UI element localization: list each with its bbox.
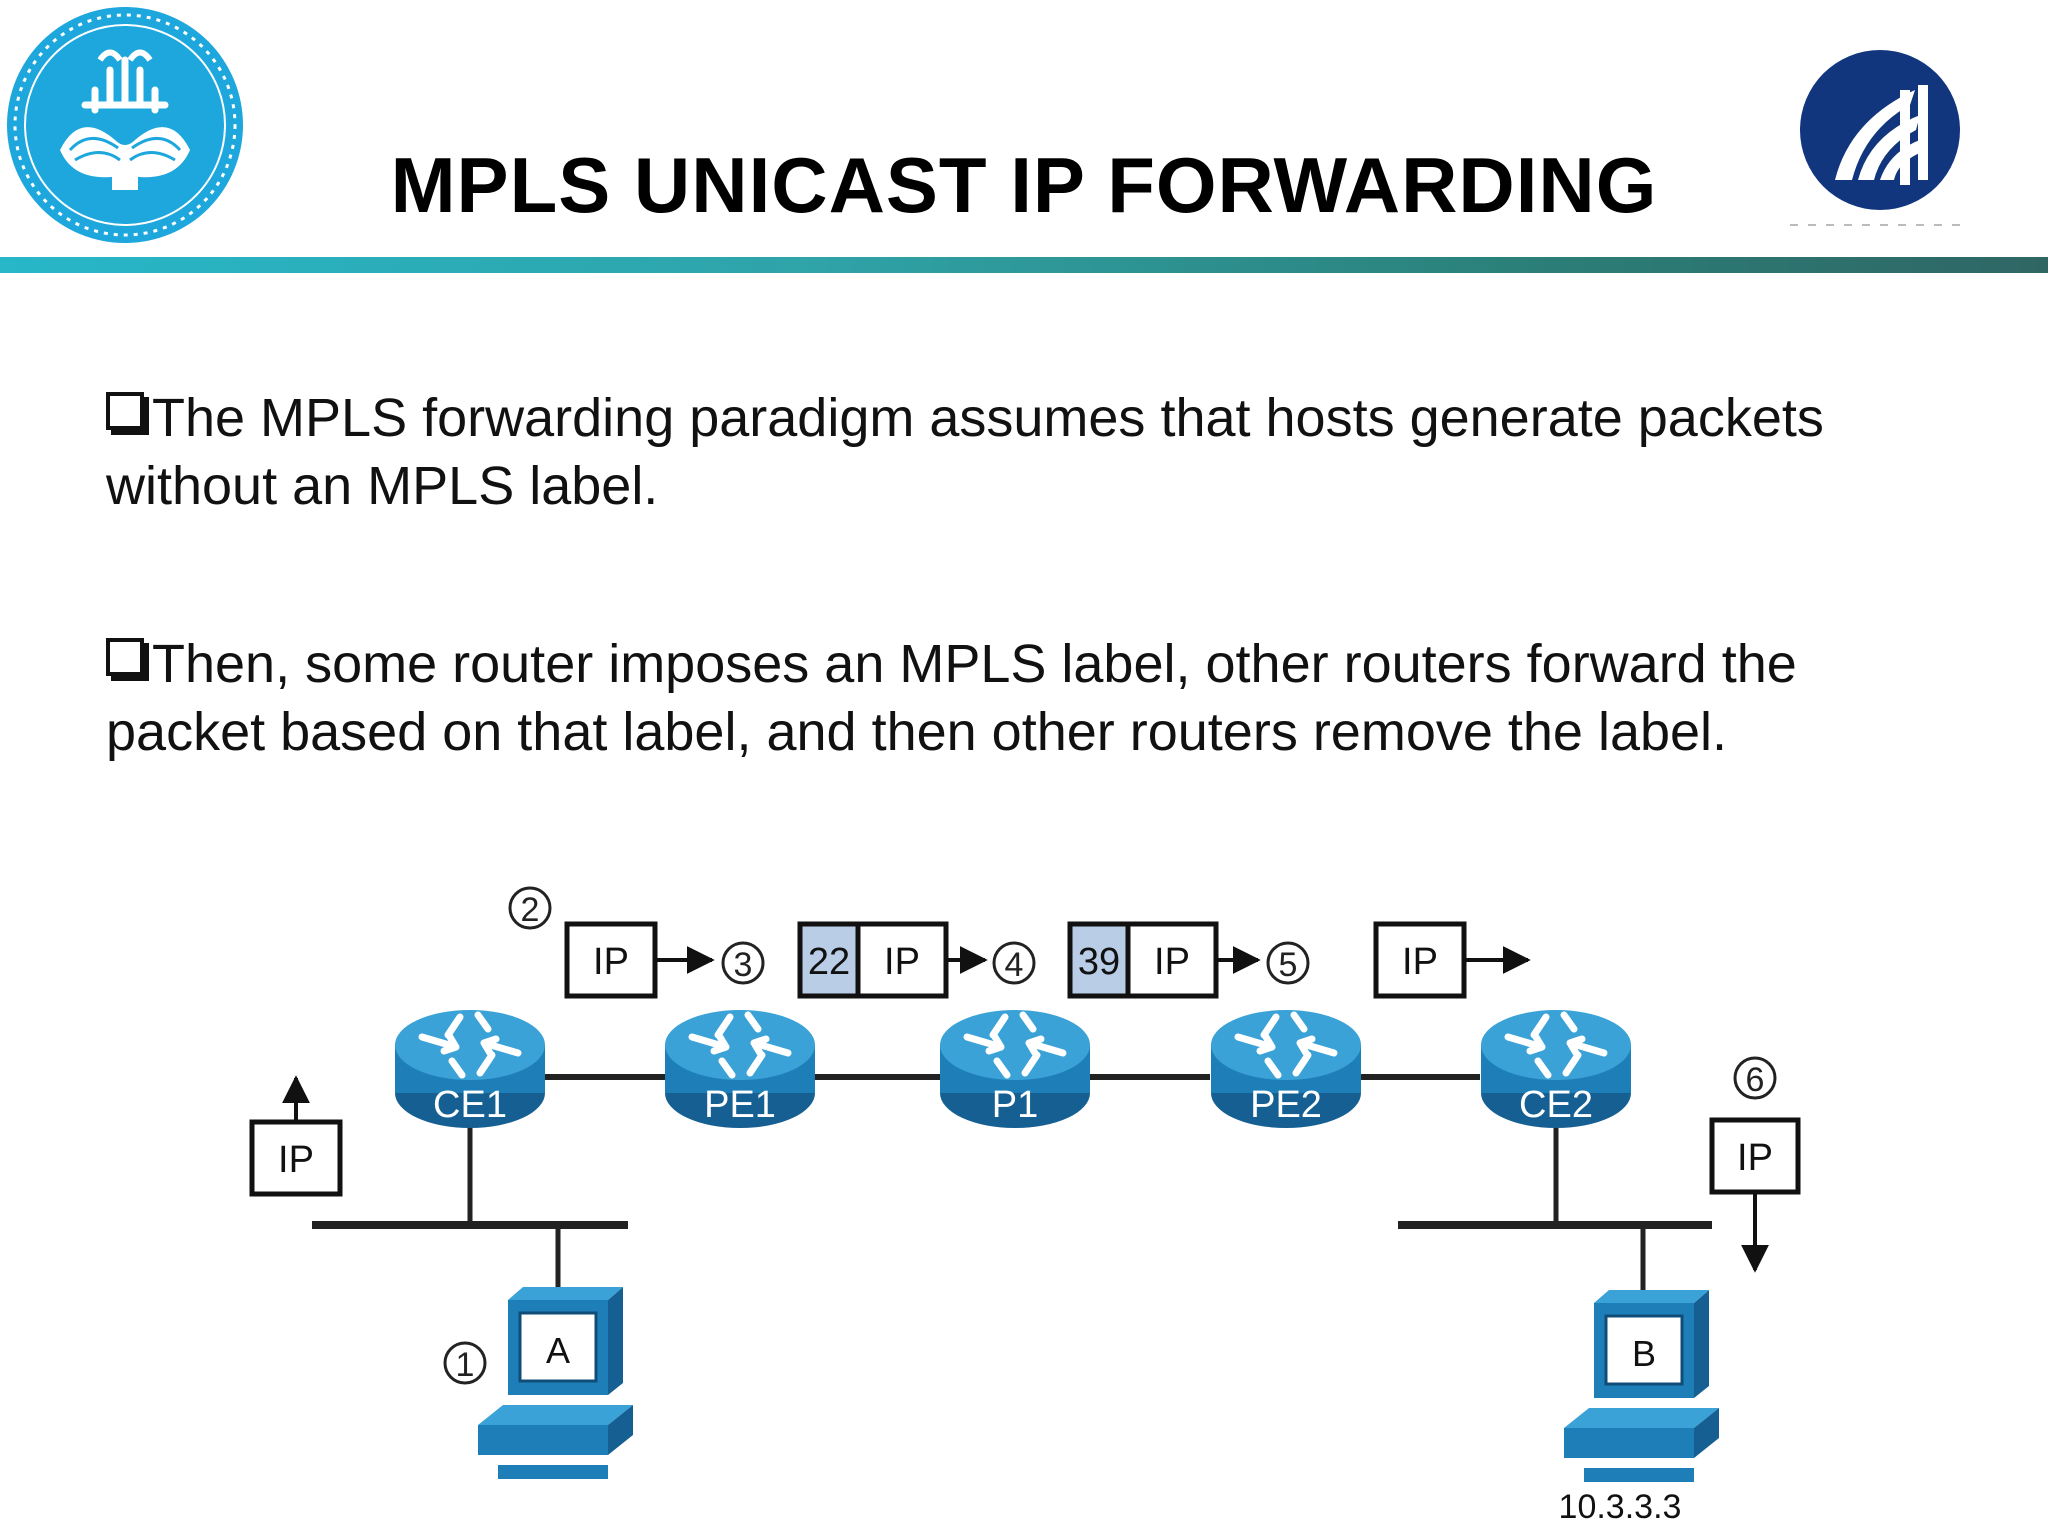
router-pe2: PE2 bbox=[1211, 1010, 1361, 1128]
router-label: CE1 bbox=[433, 1084, 507, 1126]
svg-text:IP: IP bbox=[593, 941, 629, 983]
router-label: CE2 bbox=[1519, 1084, 1593, 1126]
mpls-forwarding-diagram: CE1 PE1 P1 PE2 CE2 2 IP bbox=[249, 886, 1801, 1526]
bullet-list: The MPLS forwarding paradigm assumes tha… bbox=[106, 384, 1866, 876]
title-divider bbox=[0, 257, 2048, 273]
svg-text:2: 2 bbox=[521, 891, 540, 929]
step-1: 1 bbox=[443, 1341, 487, 1385]
svg-text:3: 3 bbox=[734, 946, 753, 984]
bullet-text: Then, some router imposes an MPLS label,… bbox=[106, 634, 1797, 762]
router-p1: P1 bbox=[940, 1010, 1090, 1128]
step-6: 6 bbox=[1733, 1056, 1777, 1100]
svg-text:4: 4 bbox=[1005, 946, 1024, 984]
host-label: B bbox=[1632, 1333, 1656, 1374]
mpls-label: 39 bbox=[1078, 941, 1120, 983]
host-b-address: 10.3.3.3 bbox=[1559, 1488, 1682, 1526]
packet-ip-pe2: IP bbox=[1373, 921, 1531, 999]
svg-text:IP: IP bbox=[884, 941, 920, 983]
svg-text:IP: IP bbox=[1737, 1137, 1773, 1179]
packet-label-39: 39 IP bbox=[1067, 921, 1261, 999]
right-lan bbox=[1398, 1120, 1712, 1310]
checkbox-bullet-icon bbox=[106, 638, 144, 676]
host-label: A bbox=[546, 1330, 570, 1371]
bullet-text: The MPLS forwarding paradigm assumes tha… bbox=[106, 388, 1824, 516]
step-4: 4 bbox=[992, 941, 1036, 985]
university-logo-icon bbox=[7, 7, 243, 243]
svg-text:1: 1 bbox=[456, 1346, 475, 1384]
mpls-label: 22 bbox=[808, 941, 850, 983]
router-label: P1 bbox=[992, 1084, 1038, 1126]
host-a-computer-icon: A bbox=[476, 1285, 635, 1481]
step-5: 5 bbox=[1266, 941, 1310, 985]
bullet-item: Then, some router imposes an MPLS label,… bbox=[106, 630, 1866, 766]
packet-ip-host-b: IP bbox=[1709, 1117, 1801, 1273]
svg-text:IP: IP bbox=[1402, 941, 1438, 983]
page-title: MPLS UNICAST IP FORWARDING bbox=[390, 141, 1658, 229]
svg-text:5: 5 bbox=[1279, 946, 1298, 984]
step-3: 3 bbox=[721, 941, 765, 985]
institute-logo-icon bbox=[1790, 50, 1970, 226]
router-pe1: PE1 bbox=[665, 1010, 815, 1128]
router-label: PE2 bbox=[1250, 1084, 1322, 1126]
packet-ip-ce1: IP bbox=[564, 921, 715, 999]
router-ce1: CE1 bbox=[395, 1010, 545, 1128]
svg-text:6: 6 bbox=[1746, 1061, 1765, 1099]
left-lan bbox=[312, 1120, 628, 1305]
host-b-computer-icon: B bbox=[1562, 1288, 1721, 1484]
bullet-item: The MPLS forwarding paradigm assumes tha… bbox=[106, 384, 1866, 520]
router-label: PE1 bbox=[704, 1084, 776, 1126]
router-ce2: CE2 bbox=[1481, 1010, 1631, 1128]
packet-ip-host-a: IP bbox=[249, 1075, 343, 1197]
packet-label-22: 22 IP bbox=[797, 921, 988, 999]
step-2: 2 bbox=[508, 886, 552, 930]
checkbox-bullet-icon bbox=[106, 392, 144, 430]
svg-text:IP: IP bbox=[1154, 941, 1190, 983]
svg-text:IP: IP bbox=[278, 1139, 314, 1181]
